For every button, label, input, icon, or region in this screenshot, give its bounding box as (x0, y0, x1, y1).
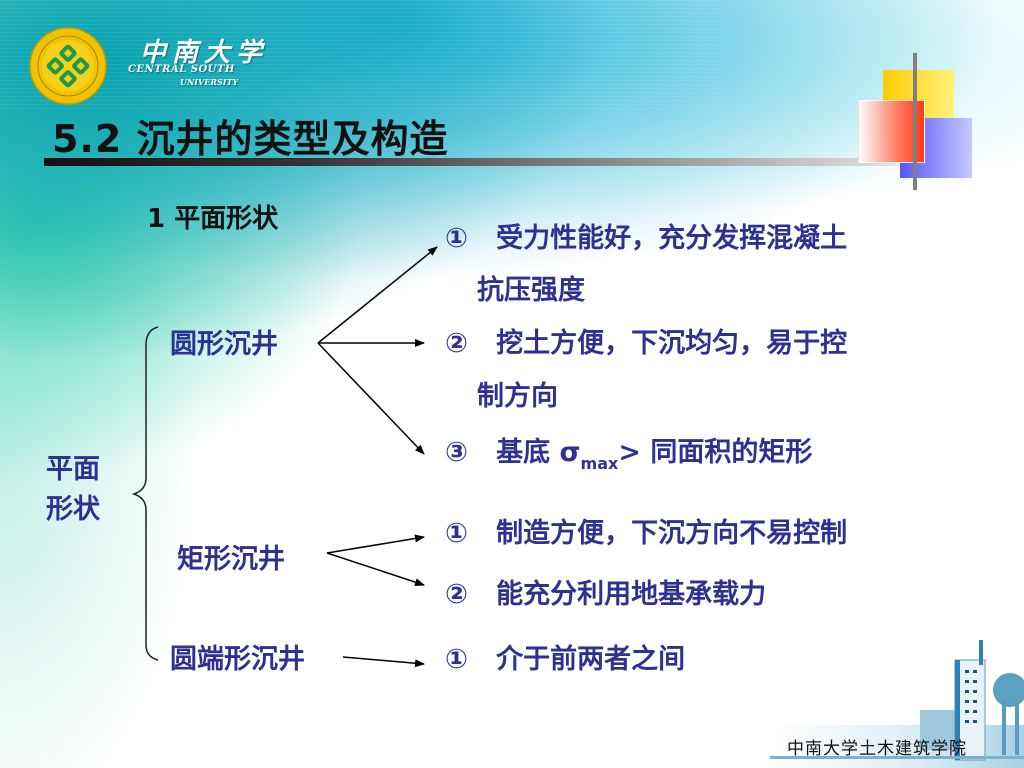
item-text: 受力性能好，充分发挥混凝土 (496, 223, 848, 254)
item-text: 挖土方便，下沉均匀，易于控 (496, 328, 848, 359)
circular-item-1-continuation: 抗压强度 (477, 275, 585, 306)
category-circular-caisson: 圆形沉井 (170, 329, 278, 360)
round-end-item-1: ① 介于前两者之间 (445, 634, 685, 686)
university-name-cn: 中南大学 (140, 38, 269, 68)
root-label-line2: 形状 (46, 494, 100, 525)
university-name-en-line2: UNIVERSITY (180, 77, 239, 87)
decor-vertical-line (913, 53, 917, 190)
root-label-line1: 平面 (46, 454, 100, 485)
university-name-en-line1: CENTRAL SOUTH (128, 64, 235, 75)
slide-title: 5.2 沉井的类型及构造 (52, 117, 449, 161)
item-text-prefix: 基底 σ (496, 437, 581, 468)
circular-item-2: ② 挖土方便，下沉均匀，易于控 (445, 318, 847, 370)
item-text: 能充分利用地基承载力 (496, 579, 767, 610)
rectangular-item-2: ② 能充分利用地基承载力 (445, 569, 766, 621)
sigma-subscript: max (580, 454, 619, 473)
item-text: 介于前两者之间 (496, 644, 686, 675)
campus-buildings-illustration (770, 640, 1024, 768)
diagram-root-label: 平面 形状 (46, 450, 100, 530)
item-marker: ② (445, 328, 468, 359)
footer-school-name: 中南大学土木建筑学院 (787, 739, 967, 759)
circular-item-3: ③ 基底 σmax> 同面积的矩形 (445, 427, 812, 490)
title-underline (44, 158, 914, 166)
section-heading: 1 平面形状 (147, 204, 279, 234)
university-seal-icon (29, 27, 107, 105)
category-round-end-caisson: 圆端形沉井 (170, 644, 305, 675)
item-marker: ① (445, 518, 468, 549)
rectangular-item-1: ① 制造方便，下沉方向不易控制 (445, 508, 847, 560)
circular-item-2-continuation: 制方向 (477, 381, 558, 412)
item-marker: ③ (445, 437, 468, 468)
category-rectangular-caisson: 矩形沉井 (177, 544, 285, 575)
item-marker: ① (445, 223, 468, 254)
item-text: 制造方便，下沉方向不易控制 (496, 518, 848, 549)
item-text-suffix: > 同面积的矩形 (618, 437, 813, 468)
item-marker: ② (445, 579, 468, 610)
item-marker: ① (445, 644, 468, 675)
header-texture (0, 0, 720, 110)
circular-item-1: ① 受力性能好，充分发挥混凝土 (445, 213, 847, 265)
